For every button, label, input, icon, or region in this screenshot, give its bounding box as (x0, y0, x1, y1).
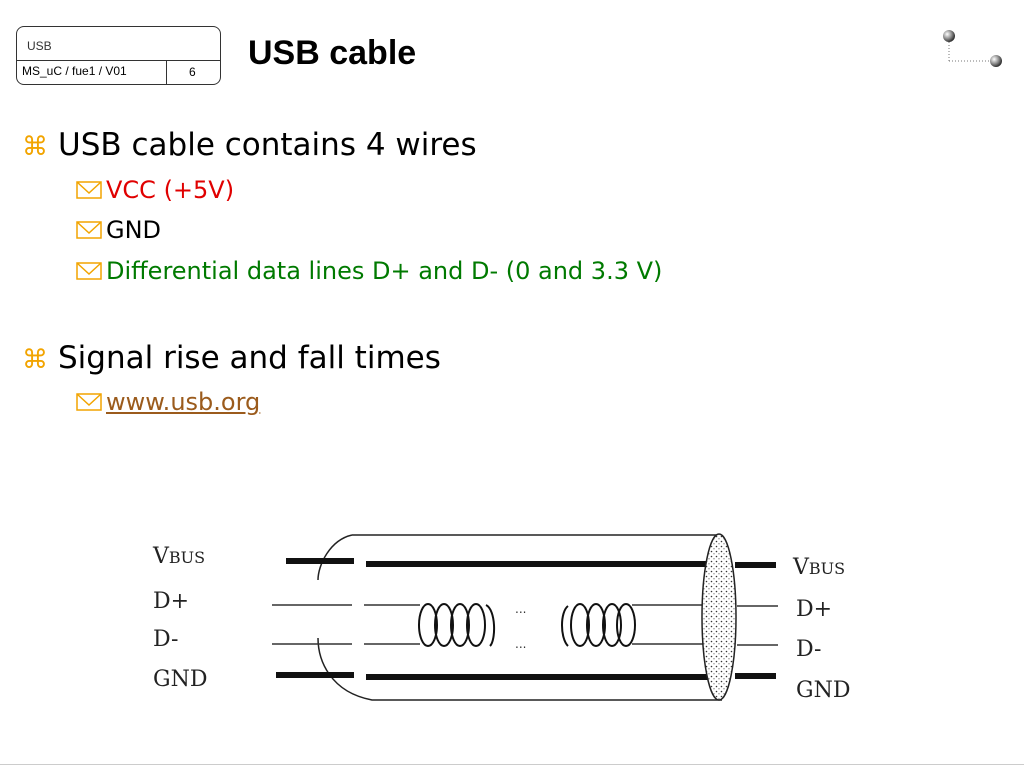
header-box: USB MS_uC / fue1 / V01 6 (16, 26, 221, 85)
bullet-text: Differential data lines D+ and D- (0 and… (106, 257, 663, 285)
decorative-logo-icon (943, 30, 1002, 67)
left-label-dminus: D- (153, 627, 178, 652)
header-divider-vertical (166, 60, 167, 84)
usb-cable-diagram: VBUS D+ D- GND ... ... VBUS D+ D- GND (152, 533, 850, 703)
sub-bullet-item: GND (76, 216, 161, 246)
right-label-gnd: GND (796, 678, 850, 703)
header-divider (17, 60, 220, 61)
bullet-text: USB cable contains 4 wires (58, 127, 477, 163)
checkbox-check-icon (76, 218, 102, 246)
checkbox-check-icon (76, 178, 102, 206)
bullet-text: Signal rise and fall times (58, 340, 441, 376)
right-label-dminus: D- (796, 637, 821, 662)
cable-cross-section (701, 533, 737, 701)
ellipsis-bottom: ... (515, 637, 526, 651)
left-label-vbus: VBUS (152, 544, 205, 569)
right-label-vbus: VBUS (792, 555, 845, 580)
page-number: 6 (189, 65, 196, 79)
command-key-icon: ⌘ (22, 132, 48, 162)
footer-divider (0, 764, 1024, 765)
twisted-pair-right (561, 603, 636, 647)
slide-title: USB cable (248, 34, 417, 72)
checkbox-check-icon (76, 259, 102, 287)
ellipsis-top: ... (515, 602, 526, 616)
sub-bullet-item: VCC (+5V) (76, 176, 234, 206)
section-label: USB (27, 39, 52, 53)
checkbox-check-icon (76, 390, 102, 418)
usb-org-link[interactable]: www.usb.org (106, 388, 261, 416)
command-key-icon: ⌘ (22, 345, 48, 375)
bullet-text: VCC (+5V) (106, 176, 235, 204)
left-label-dplus: D+ (153, 589, 189, 614)
right-label-dplus: D+ (796, 597, 832, 622)
left-label-gnd: GND (153, 667, 207, 692)
sub-bullet-item: www.usb.org (76, 388, 260, 418)
bullet-item: ⌘ USB cable contains 4 wires (22, 127, 477, 163)
twisted-pair-left (418, 603, 496, 647)
sub-bullet-item: Differential data lines D+ and D- (0 and… (76, 257, 662, 287)
bullet-item: ⌘ Signal rise and fall times (22, 340, 441, 376)
doc-id: MS_uC / fue1 / V01 (22, 64, 127, 78)
bullet-text: GND (106, 216, 162, 244)
